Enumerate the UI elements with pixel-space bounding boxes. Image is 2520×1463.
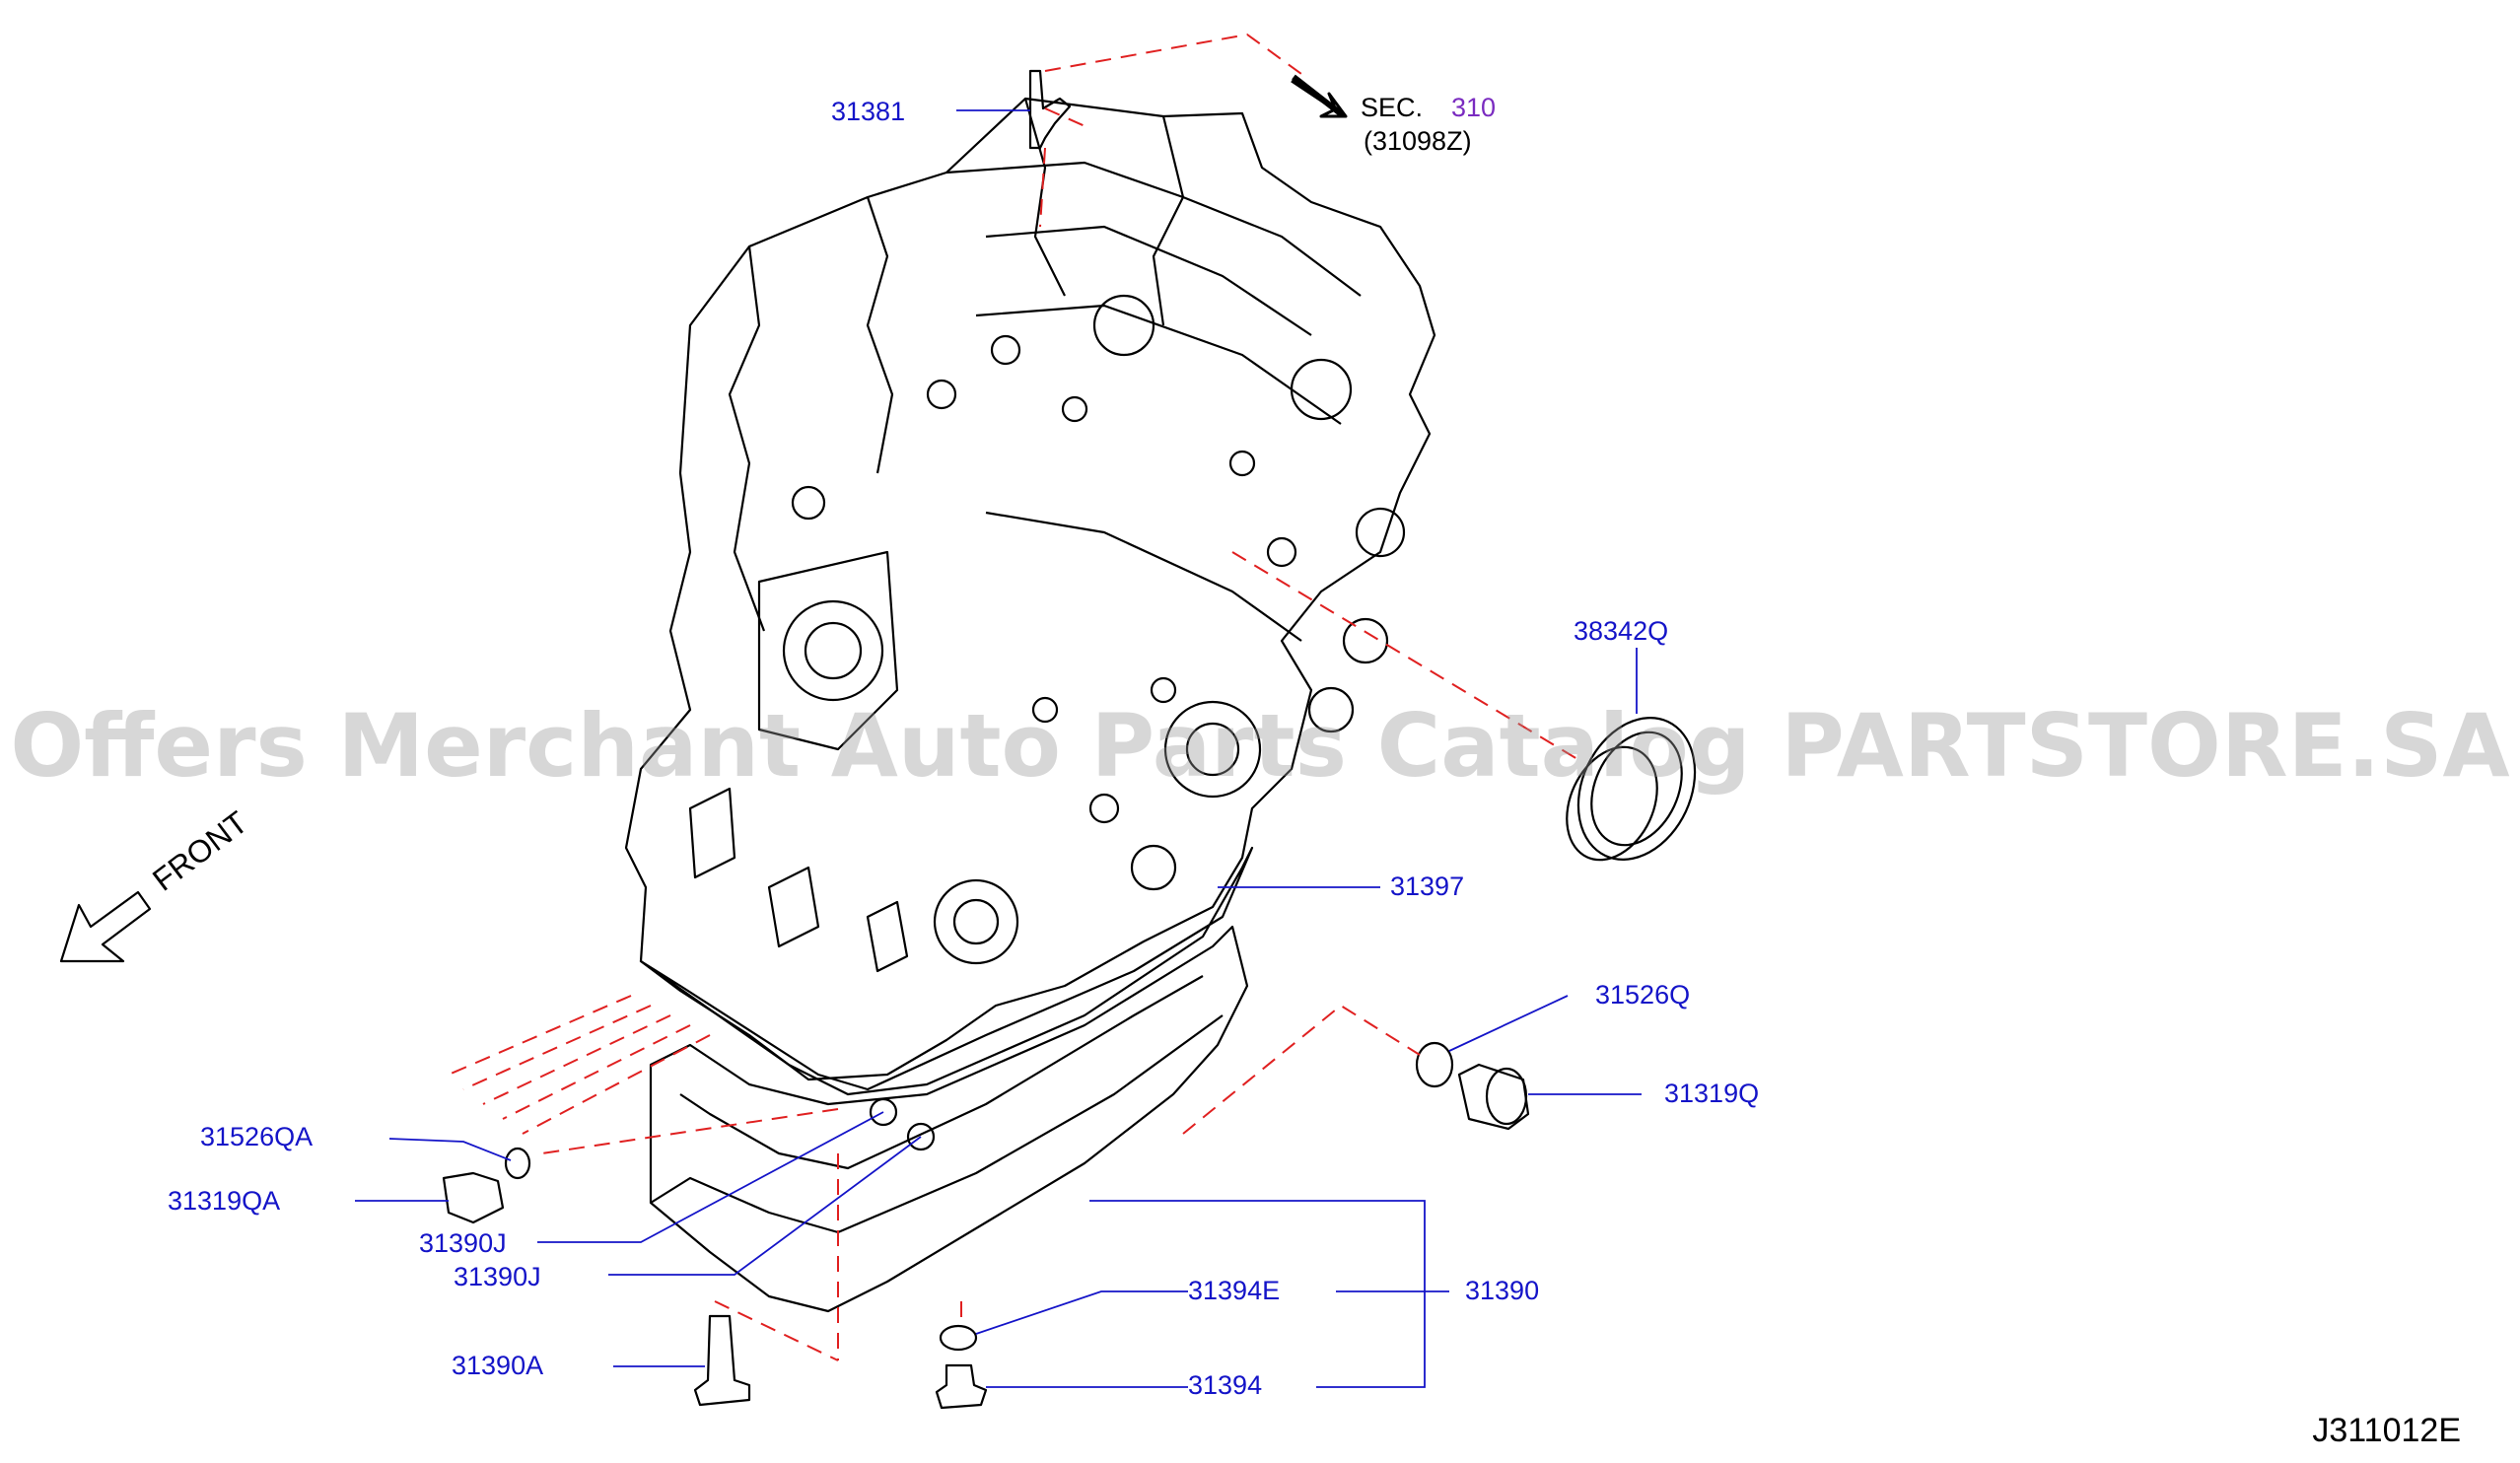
- washer-31394e-shape: [939, 1324, 978, 1352]
- leader-31394E: [975, 1290, 1188, 1335]
- oil-pan-outline: [649, 925, 1249, 1313]
- callout-31394[interactable]: 31394: [1188, 1370, 1263, 1400]
- callout-31526Q[interactable]: 31526Q: [1595, 980, 1691, 1010]
- callout-31381[interactable]: 31381: [831, 97, 906, 126]
- section-prefix: SEC.: [1361, 93, 1424, 122]
- callout-31526QA[interactable]: 31526QA: [200, 1122, 314, 1151]
- section-part-ref: (31098Z): [1364, 126, 1472, 156]
- leader-31526QA: [388, 1138, 512, 1161]
- section-number-link[interactable]: 310: [1451, 93, 1497, 122]
- callout-38342Q[interactable]: 38342Q: [1574, 616, 1669, 646]
- callout-31390J-1[interactable]: 31390J: [419, 1228, 507, 1258]
- o-ring-31526qa-shape: [504, 1147, 531, 1180]
- bolt-31319qa-shape: [442, 1171, 505, 1224]
- gasket-outline: [639, 846, 1254, 1096]
- leader-31390J-1: [537, 1111, 884, 1243]
- callout-31319Q[interactable]: 31319Q: [1664, 1079, 1760, 1108]
- leader-31526Q: [1448, 995, 1569, 1052]
- o-ring-31526q-shape: [1415, 1041, 1454, 1088]
- pipe-31381-shape: [1028, 69, 1072, 150]
- callout-31394E[interactable]: 31394E: [1188, 1276, 1281, 1305]
- callout-31390[interactable]: 31390: [1465, 1276, 1540, 1305]
- drain-bolt-31394-shape: [935, 1363, 988, 1410]
- callout-31390A[interactable]: 31390A: [452, 1351, 544, 1380]
- callout-31397[interactable]: 31397: [1390, 871, 1465, 901]
- leader-31390: [1089, 1200, 1426, 1388]
- bolt-31390a-shape: [693, 1314, 751, 1407]
- callout-31390J-2[interactable]: 31390J: [454, 1262, 541, 1291]
- front-arrow-shape: [59, 890, 152, 963]
- drain-plug-31319q-shape: [1457, 1063, 1530, 1131]
- callout-31319QA[interactable]: 31319QA: [168, 1186, 281, 1216]
- leader-31390J-2: [608, 1136, 922, 1276]
- diagram-code: J311012E: [2312, 1412, 2461, 1449]
- transmission-case-outline: [624, 97, 1436, 1081]
